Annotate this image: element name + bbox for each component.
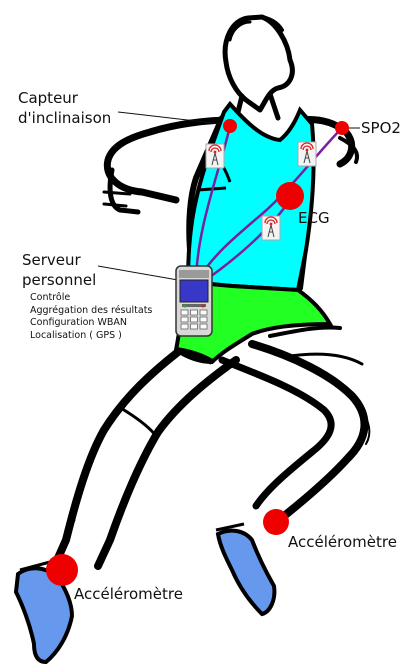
spo2-sensor-dot	[335, 121, 349, 135]
wireless-signal-icon	[298, 142, 316, 166]
server-function-item: Contrôle	[30, 292, 152, 305]
server-functions-list: Contrôle Aggrégation des résultats Confi…	[30, 292, 152, 342]
shoe-right	[218, 531, 274, 614]
server-function-item: Localisation ( GPS )	[30, 330, 152, 343]
ecg-label: ECG	[298, 208, 330, 228]
tilt-sensor-label: Capteur d'inclinaison	[18, 88, 111, 128]
ecg-sensor-dot	[276, 182, 304, 210]
accelerometer-right-label: Accéléromètre	[288, 532, 397, 552]
leader-server	[98, 266, 178, 280]
server-function-item: Aggrégation des résultats	[30, 305, 152, 318]
tilt-sensor-dot	[223, 119, 237, 133]
accelerometer-right-dot	[263, 509, 289, 535]
server-label: Serveur personnel	[22, 250, 96, 290]
accelerometer-left-dot	[46, 554, 78, 586]
accelerometer-left-label: Accéléromètre	[74, 584, 183, 604]
wireless-signal-icon	[262, 216, 280, 240]
server-function-item: Configuration WBAN	[30, 317, 152, 330]
mobile-phone-icon	[176, 266, 212, 336]
wireless-signal-icon	[206, 144, 224, 168]
spo2-label: SPO2	[361, 118, 401, 138]
